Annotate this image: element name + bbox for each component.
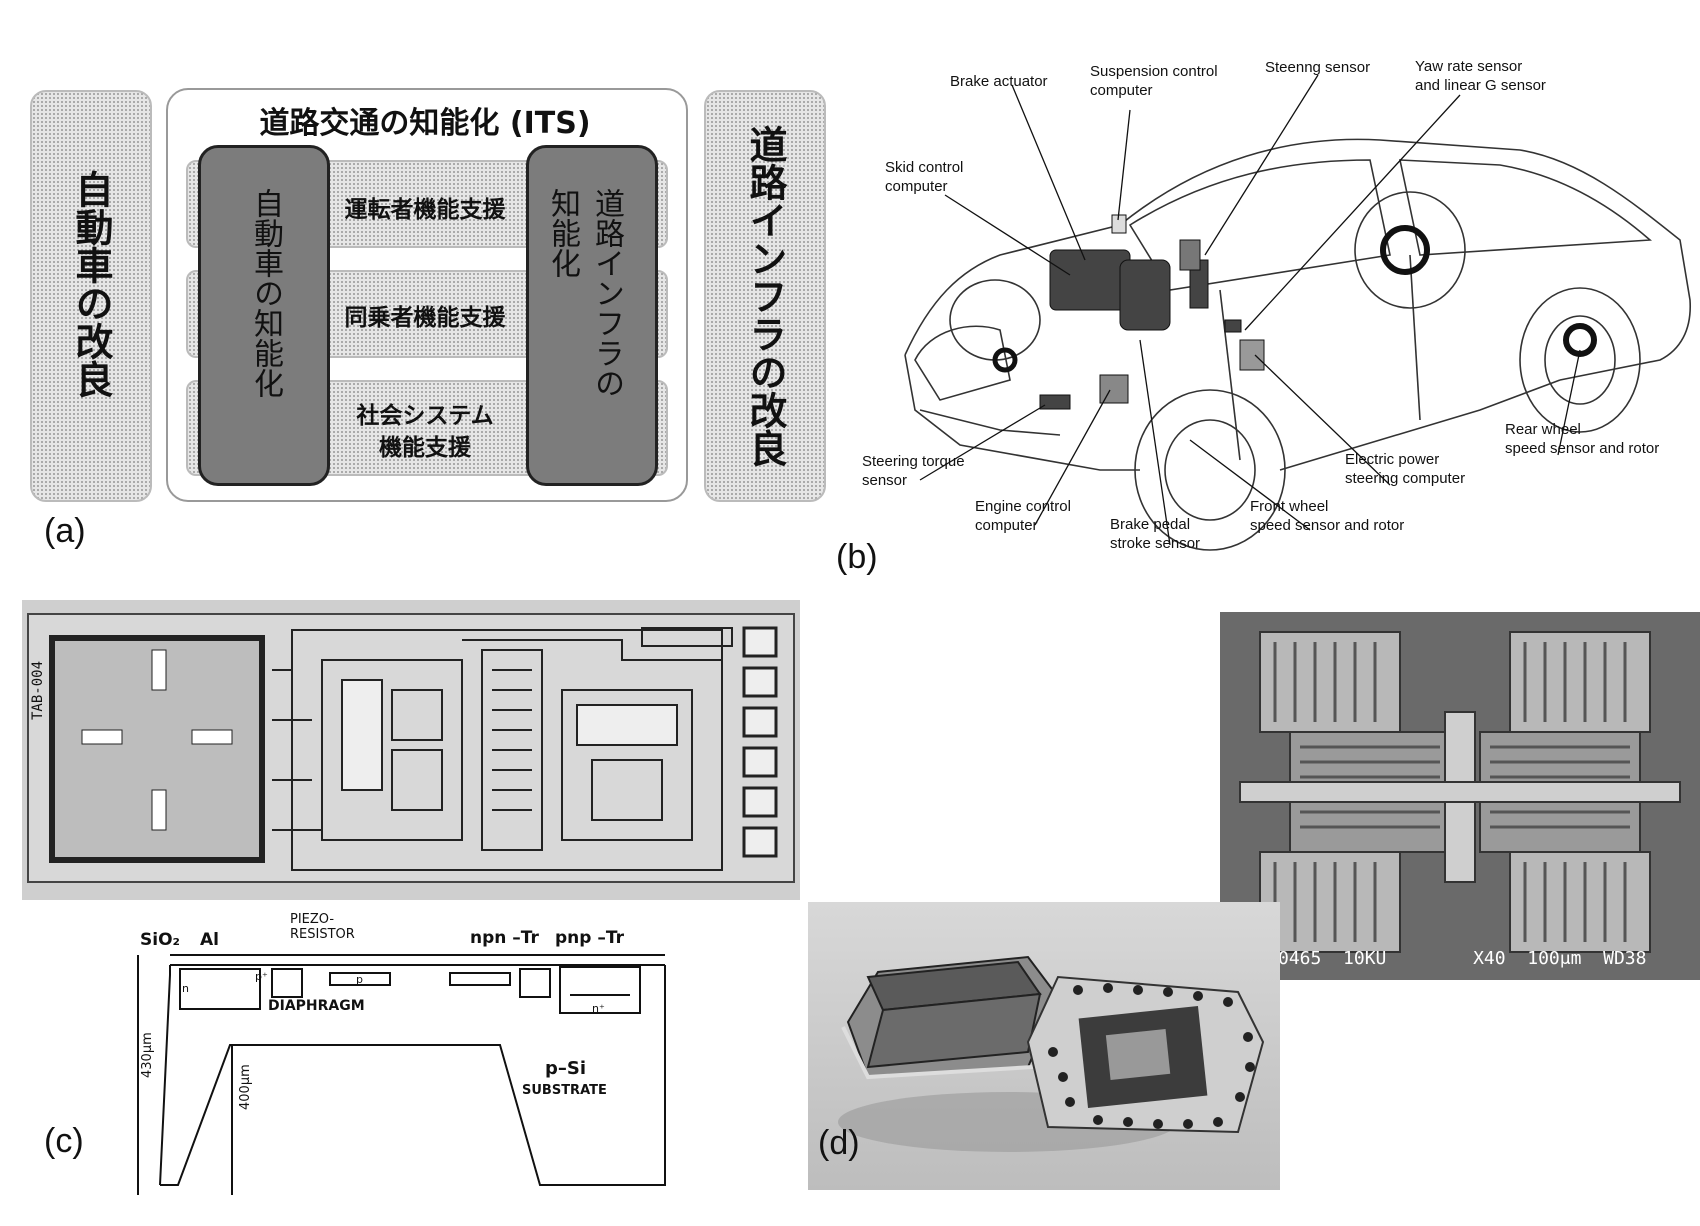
label-piezo-resistor: PIEZO- RESISTOR xyxy=(290,912,355,942)
label-al: Al xyxy=(200,930,219,950)
panel-b-label: (b) xyxy=(836,538,878,576)
label-p-plus: p⁺ xyxy=(255,970,268,983)
label-p-region: p xyxy=(356,973,363,986)
its-title: 道路交通の知能化 (ITS) xyxy=(259,106,591,141)
panel-a-label: (a) xyxy=(44,512,86,550)
car-cutaway-drawing xyxy=(904,74,1691,551)
band-passenger-support-label: 同乗者機能支援 xyxy=(344,305,506,331)
panel-c-label: (c) xyxy=(44,1122,84,1160)
right-column-text: 道路インフラの改良 xyxy=(743,125,787,467)
sem-micrograph: 0465 10KU X40 100μm WD38 xyxy=(1220,612,1700,980)
panel-d-label: (d) xyxy=(818,1124,860,1162)
label-yaw-rate-sensor: Yaw rate sensor and linear G sensor xyxy=(1415,58,1546,94)
label-npn-tr: npn –Tr xyxy=(470,928,539,948)
label-n-region: n xyxy=(182,982,189,995)
infrastructure-intelligence-lines: 道路インフラの知能化 xyxy=(545,188,624,398)
label-p-si: p–Si xyxy=(545,1058,587,1079)
label-diaphragm: DIAPHRAGM xyxy=(268,998,365,1014)
label-front-wheel: Front wheel speed sensor and rotor xyxy=(1250,498,1405,534)
label-substrate: SUBSTRATE xyxy=(522,1083,607,1098)
chip-layout-drawing xyxy=(27,613,795,883)
label-suspension-control: Suspension control computer xyxy=(1090,63,1218,99)
label-engine-control: Engine control computer xyxy=(975,498,1071,534)
sem-structure-drawing xyxy=(1220,612,1700,980)
right-improvement-column xyxy=(704,90,826,502)
label-steering-sensor: Steenng sensor xyxy=(1265,59,1371,76)
label-electric-power-steering: Electric power steering computer xyxy=(1345,451,1466,487)
label-steering-torque: Steering torque sensor xyxy=(862,453,965,489)
label-skid-control: Skid control computer xyxy=(885,159,964,195)
chip-micrograph: TAB-004 xyxy=(22,600,800,900)
label-rear-wheel: Rear wheel speed sensor and rotor xyxy=(1505,421,1660,457)
vehicle-intelligence-pillar xyxy=(198,145,330,486)
packaged-sensor-drawing xyxy=(838,955,1265,1152)
band-driver-support-label: 運転者機能支援 xyxy=(344,197,506,223)
left-column-text: 自動車の改良 xyxy=(69,170,113,398)
label-brake-pedal: Brake pedal stroke sensor xyxy=(1110,516,1201,552)
label-400um: 400μm xyxy=(238,1064,253,1110)
label-pnp-tr: pnp –Tr xyxy=(555,928,624,948)
band-social-system-label-2: 機能支援 xyxy=(379,435,471,461)
packaged-sensor-photo xyxy=(808,902,1280,1190)
label-brake-actuator: Brake actuator xyxy=(950,73,1048,90)
label-sio2: SiO₂ xyxy=(140,930,180,950)
label-430um: 430μm xyxy=(140,1032,155,1078)
infrastructure-intelligence-text: 道路インフラの知能化 xyxy=(540,188,640,468)
sem-caption: 0465 10KU X40 100μm WD38 xyxy=(1278,948,1647,969)
chip-marking: TAB-004 xyxy=(30,660,46,720)
left-improvement-column xyxy=(30,90,152,502)
band-social-system-label-1: 社会システム xyxy=(356,403,494,429)
vehicle-intelligence-text: 自動車の知能化 xyxy=(248,188,283,398)
sensor-cross-section xyxy=(137,954,666,1195)
label-n-plus: n⁺ xyxy=(592,1002,605,1015)
infrastructure-intelligence-pillar xyxy=(526,145,658,486)
